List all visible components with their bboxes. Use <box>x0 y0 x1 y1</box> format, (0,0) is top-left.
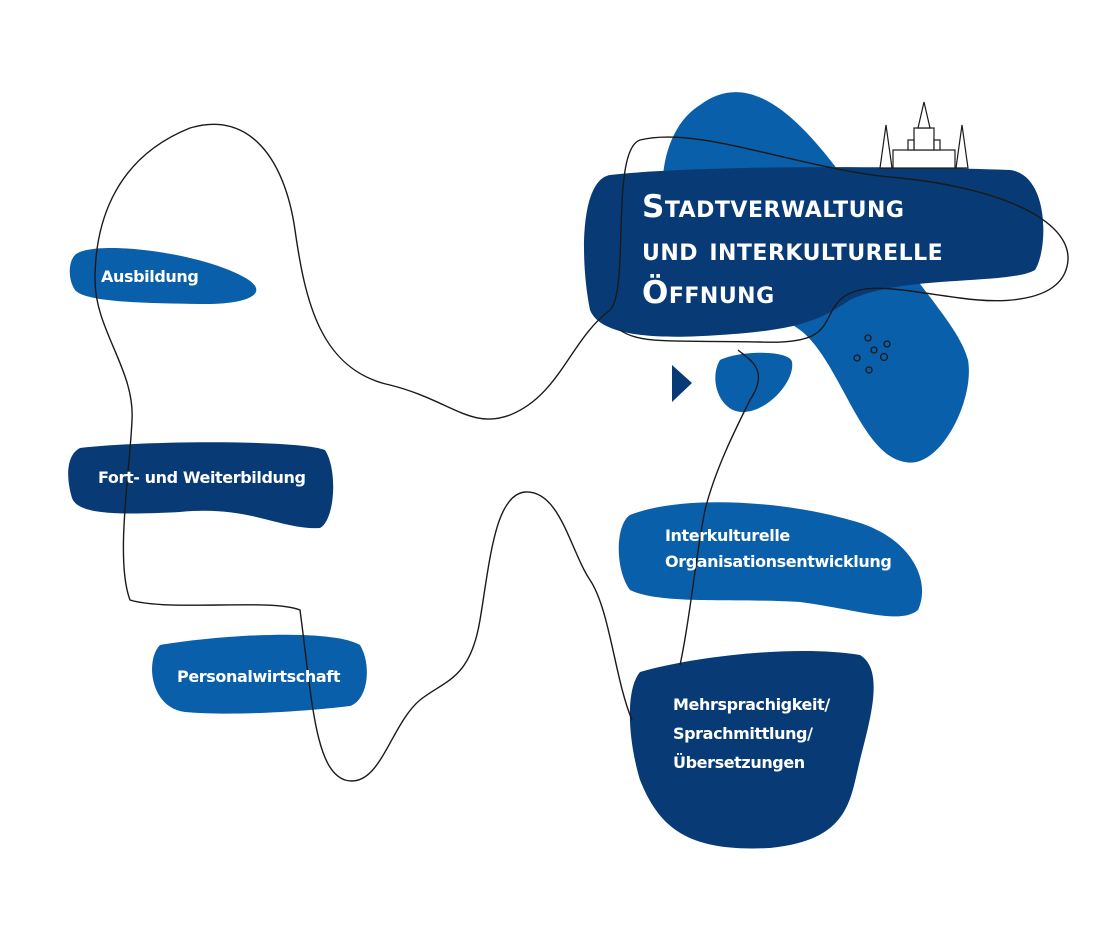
node-ausbildung: Ausbildung <box>101 267 199 286</box>
page-title: Stadtverwaltung und interkulturelle Öffn… <box>642 186 943 315</box>
organisation-blob <box>618 502 923 617</box>
mehrsprachig-blob <box>629 651 874 849</box>
small-blob <box>715 352 793 413</box>
node-label-line: Interkulturelle <box>665 526 790 545</box>
node-label-line: Mehrsprachigkeit/ <box>673 695 830 714</box>
title-blob <box>584 167 1044 337</box>
node-label-line: Organisationsentwicklung <box>665 552 892 571</box>
connector-line <box>94 123 1069 782</box>
fortbildung-blob <box>68 442 334 529</box>
node-organisationsentwicklung: Interkulturelle Organisationsentwicklung <box>665 523 892 575</box>
castle-icon <box>879 101 969 169</box>
title-line-3: Öffnung <box>642 275 775 311</box>
node-label-line: Sprachmittlung/ <box>673 724 813 743</box>
node-label-line: Übersetzungen <box>673 753 805 772</box>
node-personalwirtschaft: Personalwirtschaft <box>177 667 341 686</box>
play-triangle-icon <box>672 365 692 402</box>
node-mehrsprachigkeit: Mehrsprachigkeit/ Sprachmittlung/ Überse… <box>673 690 830 777</box>
title-line-2: und interkulturelle <box>642 232 944 268</box>
node-fort-weiterbildung: Fort- und Weiterbildung <box>98 468 306 487</box>
personal-blob <box>152 634 367 714</box>
dots-icon <box>853 334 891 374</box>
title-line-1: Stadtverwaltung <box>642 189 905 225</box>
ausbildung-blob <box>69 247 257 305</box>
